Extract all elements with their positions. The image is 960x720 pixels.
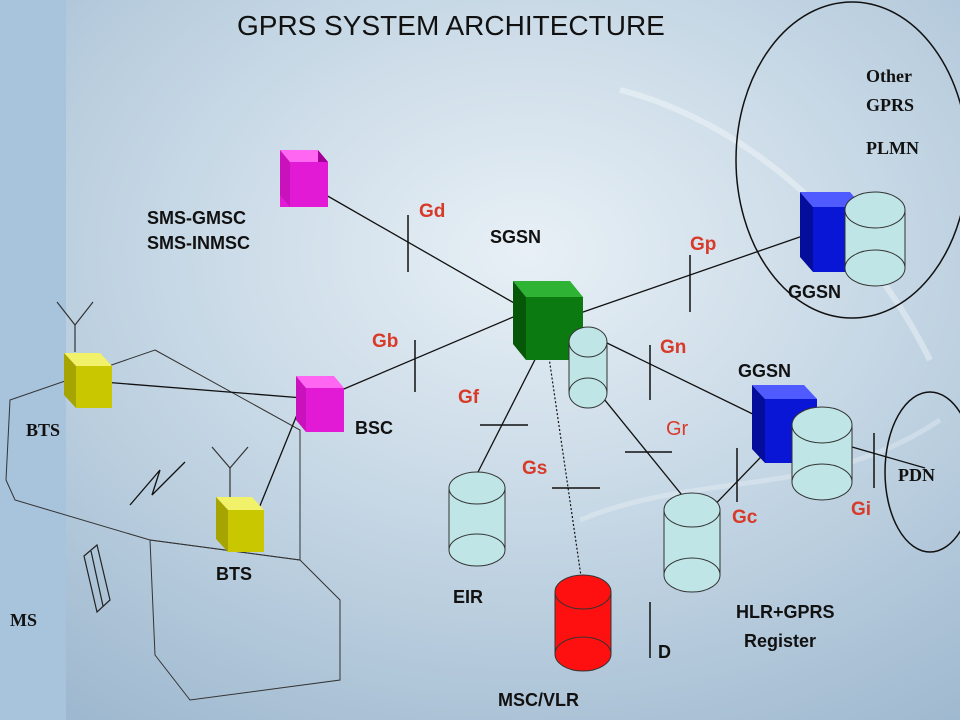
sgsn-database-cylinder [568,326,608,409]
label-eir: EIR [453,587,484,607]
background-streak-2 [579,417,942,523]
interface-gd: Gd [419,201,446,222]
interface-gf: Gf [458,387,480,408]
label-other: Other [866,66,912,86]
interface-gs: Gs [522,458,548,479]
cell-top [5,349,301,561]
label-ggsn-mid: GGSN [738,361,792,381]
msc-vlr-database-cylinder [554,574,612,672]
bts-bottom-cube [216,497,264,552]
ggsn-mid-database-cylinder [791,406,853,501]
background-streak [619,87,933,362]
label-gprs: GPRS [866,95,915,115]
other-plmn-ellipse [735,1,960,319]
ggsn-top-database-cylinder [844,191,906,287]
pdn-ellipse [884,391,960,553]
interface-gi: Gi [851,499,872,520]
interface-gr: Gr [666,418,689,440]
label-sms-inmsc: SMS-INMSC [147,233,250,253]
cell-bottom [149,539,341,701]
label-sms-gmsc: SMS-GMSC [147,208,246,228]
bts-left-cube [64,353,112,408]
interface-gp: Gp [690,234,717,255]
mobile-phone-icon [83,543,111,614]
interface-ticks [407,215,875,658]
label-hlr-line2: Register [744,631,817,651]
connection-lines [102,182,926,521]
label-sgsn: SGSN [490,227,542,247]
label-ms: MS [10,610,37,630]
radio-link [129,461,186,506]
interface-gc: Gc [732,507,758,528]
line-bts-bottom-bsc [254,399,304,519]
line-bts-left-bsc [102,381,304,399]
left-bar [0,0,66,720]
antenna-bottom-icon [211,446,249,497]
hlr-database-cylinder [663,492,721,593]
label-bsc: BSC [355,418,394,438]
sms-gmsc-cube [280,150,328,207]
label-ggsn-top: GGSN [788,282,842,302]
interface-gb: Gb [372,331,399,352]
eir-database-cylinder [448,471,506,567]
label-hlr-line1: HLR+GPRS [736,602,835,622]
label-d: D [658,642,671,662]
line-gmsc-sgsn [304,182,536,316]
label-bts-bottom: BTS [216,564,252,584]
interface-gn: Gn [660,337,687,358]
antenna-left-icon [56,301,94,352]
label-msc-vlr: MSC/VLR [498,690,579,710]
label-bts-left: BTS [26,420,61,440]
page-title: GPRS SYSTEM ARCHITECTURE [237,10,665,41]
bsc-cube [296,376,344,432]
label-plmn: PLMN [866,138,919,158]
line-bsc-sgsn [317,311,526,401]
label-pdn: PDN [898,465,935,485]
